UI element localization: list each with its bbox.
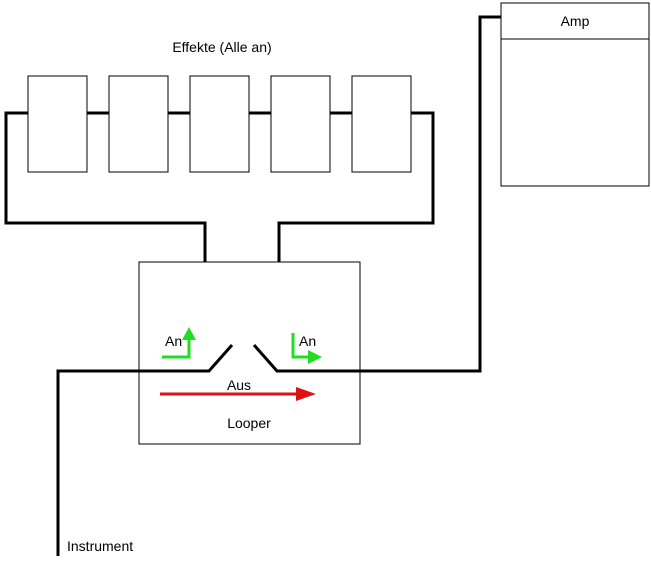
off-label: Aus xyxy=(227,377,251,393)
amp-box xyxy=(500,2,650,187)
amp: Amp xyxy=(500,2,650,187)
on-label-left: An xyxy=(165,333,182,349)
looper: Looper xyxy=(138,261,361,445)
on-label-right: An xyxy=(299,333,316,349)
effects-title: Effekte (Alle an) xyxy=(172,39,271,55)
effect-box xyxy=(27,75,88,173)
effect-box xyxy=(351,75,412,173)
instrument-input-wire xyxy=(56,344,234,556)
return-loop-wire xyxy=(277,111,435,333)
looper-label: Looper xyxy=(227,415,271,431)
effects-chain xyxy=(27,75,412,173)
effect-box xyxy=(270,75,331,173)
on-arrow-right xyxy=(291,333,322,364)
effect-box xyxy=(189,75,250,173)
looper-box xyxy=(138,261,361,445)
amp-label: Amp xyxy=(561,13,590,29)
off-arrow xyxy=(160,387,316,401)
instrument-label: Instrument xyxy=(67,538,133,554)
effect-box xyxy=(108,75,169,173)
on-arrow-left xyxy=(162,327,196,359)
send-loop-wire xyxy=(4,111,207,333)
amp-output-wire xyxy=(252,15,501,373)
